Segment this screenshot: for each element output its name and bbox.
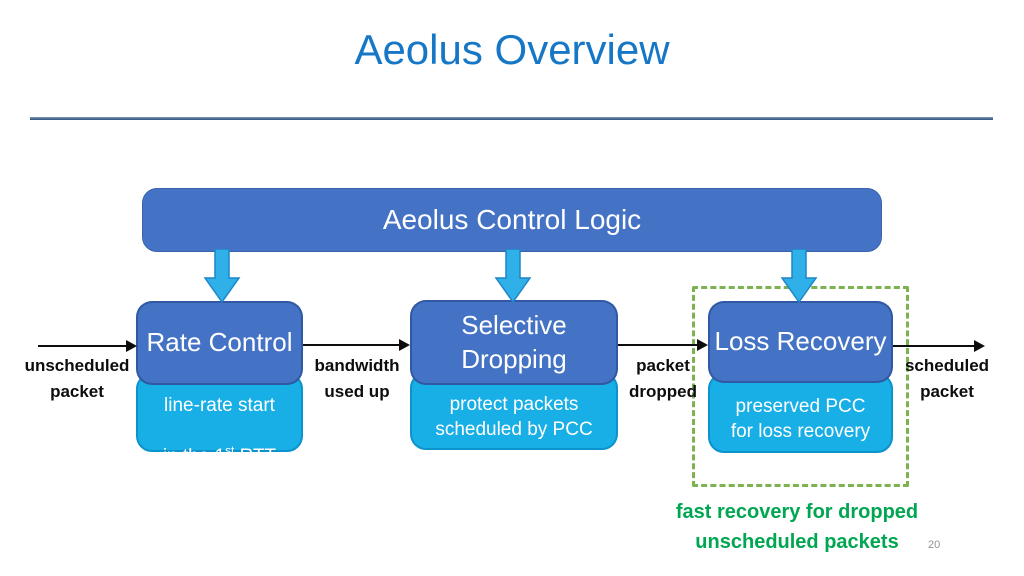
flow-arrow-in-icon bbox=[38, 340, 137, 352]
flow-arrow-rc-to-sd-icon bbox=[303, 339, 410, 351]
down-arrow-icon bbox=[780, 249, 818, 303]
module-rate-control-subtitle: line-rate start in the 1st RTT bbox=[136, 373, 303, 467]
module-loss-recovery-subtitle: preserved PCC for loss recovery bbox=[708, 373, 893, 453]
down-arrow-icon bbox=[494, 249, 532, 303]
flow-label-scheduled-packet: scheduled packet bbox=[904, 356, 990, 401]
flow-label-unscheduled-packet: unscheduled packet bbox=[24, 356, 130, 401]
module-rate-control: line-rate start in the 1st RTT Rate Cont… bbox=[136, 301, 303, 467]
down-arrow-icon bbox=[203, 249, 241, 303]
title-divider bbox=[30, 117, 993, 120]
flow-arrow-sd-to-lr-icon bbox=[618, 339, 708, 351]
highlight-caption: fast recovery for dropped unscheduled pa… bbox=[675, 501, 919, 553]
module-loss-recovery-title: Loss Recovery bbox=[708, 301, 893, 383]
module-rate-control-title: Rate Control bbox=[136, 301, 303, 385]
flow-arrow-out-icon bbox=[893, 340, 985, 352]
slide-title: Aeolus Overview bbox=[354, 26, 670, 73]
page-number: 20 bbox=[928, 539, 941, 551]
control-logic-box: Aeolus Control Logic bbox=[142, 188, 882, 252]
module-selective-dropping-subtitle: protect packets scheduled by PCC bbox=[410, 372, 618, 450]
control-logic-label: Aeolus Control Logic bbox=[382, 204, 642, 235]
flow-label-packet-dropped: packet dropped bbox=[629, 356, 697, 401]
module-selective-dropping: protect packets scheduled by PCC Selecti… bbox=[410, 300, 618, 450]
module-selective-dropping-title: Selective Dropping bbox=[410, 300, 618, 385]
module-loss-recovery: preserved PCC for loss recovery Loss Rec… bbox=[708, 301, 893, 453]
flow-label-bandwidth-used-up: bandwidth used up bbox=[314, 356, 400, 401]
